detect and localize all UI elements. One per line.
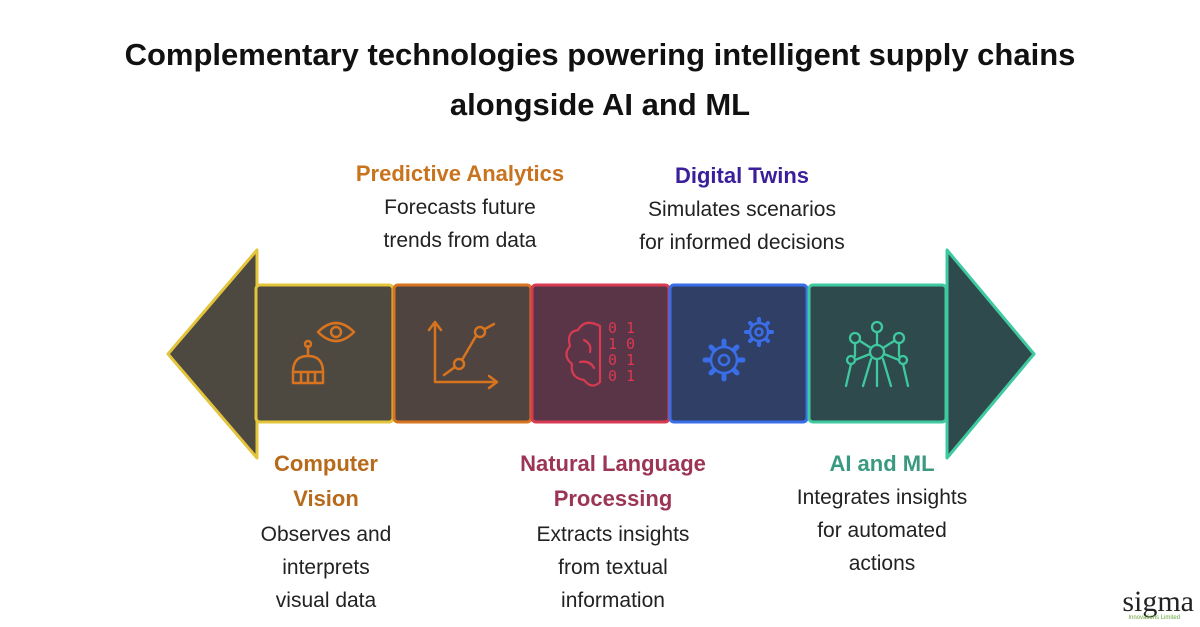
heading-line: Computer (274, 451, 378, 476)
heading-line: Vision (293, 486, 359, 511)
heading-natural-language-processing: Natural Language Processing (482, 446, 744, 516)
title-line-2: alongside AI and ML (449, 87, 751, 122)
svg-text:0 1: 0 1 (608, 351, 635, 369)
description-line: Simulates scenarios (648, 198, 836, 221)
right-arrow-head (945, 248, 1036, 460)
label-ai-and-ml: AI and ML Integrates insights for automa… (762, 446, 1002, 580)
heading-ai-and-ml: AI and ML (762, 446, 1002, 481)
description-line: Forecasts future (384, 196, 536, 219)
description-line: for automated (817, 519, 947, 542)
description-predictive-analytics: Forecasts future trends from data (320, 191, 600, 257)
label-natural-language-processing: Natural Language Processing Extracts ins… (482, 446, 744, 617)
heading-computer-vision: Computer Vision (226, 446, 426, 516)
description-line: actions (848, 552, 916, 575)
description-ai-and-ml: Integrates insights for automated action… (762, 481, 1002, 580)
description-line: from textual (558, 556, 668, 579)
diagram-title: Complementary technologies powering inte… (0, 30, 1200, 130)
logo-tagline: Innovations Limited (1128, 615, 1181, 621)
segment-digital-twins (668, 283, 809, 424)
segment-predictive-analytics (392, 283, 533, 424)
label-digital-twins: Digital Twins Simulates scenarios for in… (596, 158, 888, 259)
segment-ai-and-ml (807, 283, 948, 424)
robot-eye-icon (291, 321, 356, 385)
heading-line: AI and ML (829, 451, 935, 476)
gears-icon (702, 317, 774, 382)
left-arrow-head (166, 248, 259, 460)
label-computer-vision: Computer Vision Observes and interprets … (226, 446, 426, 617)
sigma-logo: sigma Innovations Limited (1122, 585, 1194, 621)
description-line: visual data (275, 589, 377, 612)
description-line: information (561, 589, 665, 612)
heading-line: Digital Twins (674, 163, 810, 188)
heading-line: Processing (553, 486, 673, 511)
description-line: trends from data (383, 229, 537, 252)
heading-line: Predictive Analytics (355, 161, 565, 186)
description-natural-language-processing: Extracts insights from textual informati… (482, 518, 744, 617)
heading-predictive-analytics: Predictive Analytics (320, 156, 600, 191)
title-line-1: Complementary technologies powering inte… (124, 37, 1076, 72)
description-digital-twins: Simulates scenarios for informed decisio… (596, 193, 888, 259)
segment-computer-vision (254, 283, 395, 424)
heading-digital-twins: Digital Twins (596, 158, 888, 193)
svg-text:1 0: 1 0 (608, 335, 635, 353)
brain-binary-icon: 0 1 1 0 0 1 0 1 (565, 319, 635, 387)
description-computer-vision: Observes and interprets visual data (226, 518, 426, 617)
network-icon (844, 320, 910, 388)
svg-text:0 1: 0 1 (608, 319, 635, 337)
svg-text:0 1: 0 1 (608, 367, 635, 385)
description-line: Extracts insights (536, 523, 690, 546)
description-line: Observes and (260, 523, 392, 546)
label-predictive-analytics: Predictive Analytics Forecasts future tr… (320, 156, 600, 257)
logo-wordmark: sigma (1122, 585, 1194, 618)
line-chart-icon (427, 320, 499, 390)
heading-line: Natural Language (520, 451, 706, 476)
description-line: for informed decisions (639, 231, 845, 254)
description-line: Integrates insights (796, 486, 968, 509)
description-line: interprets (282, 556, 370, 579)
